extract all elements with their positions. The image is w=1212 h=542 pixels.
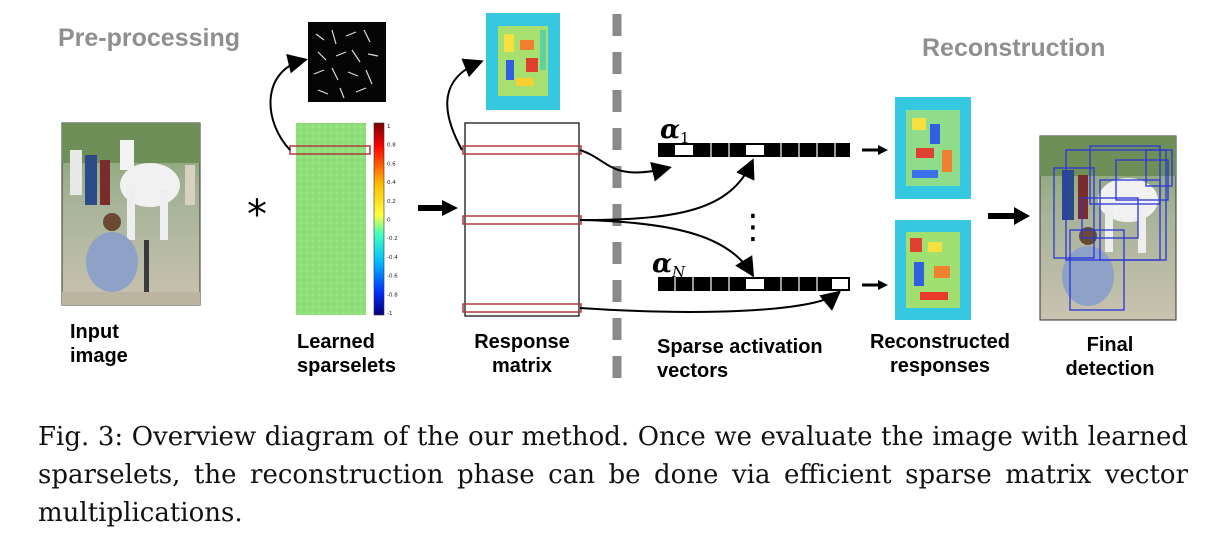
reconstructed-heatmap-1 — [895, 97, 971, 199]
arrow-row3-to-alphan — [579, 290, 842, 313]
reconstructed-responses-label: Reconstructed responses — [869, 331, 1011, 377]
colorbar-tick-label: 0 — [387, 218, 391, 224]
alpha-n-label: αN — [652, 249, 686, 281]
arrow-head — [1014, 207, 1030, 225]
colorbar-tick-label: -0.2 — [387, 236, 398, 242]
colorbar-tick-label: -0.4 — [387, 255, 398, 261]
colorbar-tick-label: -0.6 — [387, 274, 398, 280]
caption-fig-label: Fig. 3: — [38, 422, 124, 452]
sparselets-panel — [296, 123, 366, 315]
colorbar-ticks: 1 0.8 0.6 0.4 0.2 0 -0.2 -0.4 -0.6 -0.8 -1 — [387, 124, 398, 317]
input-image-label: Input image — [70, 321, 128, 367]
arrow-row2-to-alpha1 — [579, 158, 755, 221]
input-image-photo — [61, 122, 201, 306]
preprocessing-header: Pre-processing — [58, 24, 241, 52]
final-detection-photo — [1039, 135, 1177, 321]
arrow-head — [878, 145, 888, 155]
learned-sparselets-label: Learned sparselets — [297, 331, 396, 377]
colorbar-tick-label: 0.8 — [387, 143, 396, 149]
colorbar-tick-label: 0.6 — [387, 161, 396, 167]
reconstruction-header: Reconstruction — [922, 34, 1106, 62]
response-matrix-label: Response matrix — [474, 331, 570, 377]
colorbar-tick-label: 1 — [387, 124, 391, 130]
sparse-vector-alpha-1 — [658, 143, 850, 157]
colorbar-tick-label: 0.4 — [387, 180, 396, 186]
arrow-to-response-heatmap — [446, 58, 484, 151]
final-detection-label: Final detection — [1065, 334, 1155, 380]
diagram-graphics: * 1 0.8 0.6 0.4 0.2 0 -0.2 -0.4 -0.6 -0.8 -1 — [61, 13, 1177, 380]
arrow-row1-to-alpha1 — [579, 149, 672, 182]
colorbar-tick-label: 0.2 — [387, 199, 396, 205]
colorbar-tick-label: -0.8 — [387, 292, 398, 298]
arrow-row2-to-alphan — [579, 219, 755, 278]
caption-text: Overview diagram of the our method. Once… — [38, 422, 1189, 528]
sparse-activation-vectors-label: Sparse activation vectors — [657, 336, 823, 382]
convolution-operator: * — [247, 192, 267, 238]
colorbar: 1 0.8 0.6 0.4 0.2 0 -0.2 -0.4 -0.6 -0.8 -1 — [373, 122, 398, 317]
colorbar-tick-label: -1 — [387, 311, 392, 317]
reconstructed-heatmap-2 — [895, 220, 971, 320]
sparse-vector-alpha-n — [658, 277, 850, 291]
alpha-1-label: α1 — [660, 115, 690, 147]
arrow-to-sparselet-filters — [269, 53, 308, 151]
method-overview-diagram: * 1 0.8 0.6 0.4 0.2 0 -0.2 -0.4 -0.6 -0.8 -1 — [58, 13, 1177, 382]
response-matrix — [464, 122, 580, 317]
arrow-head — [878, 280, 888, 290]
vertical-ellipsis: ⋮ — [736, 207, 770, 247]
sparselet-filters-thumbnail — [308, 22, 386, 102]
figure-caption: Fig. 3: Overview diagram of the our meth… — [38, 418, 1188, 532]
arrow-head — [442, 200, 458, 216]
response-heatmap-thumbnail — [486, 13, 560, 110]
